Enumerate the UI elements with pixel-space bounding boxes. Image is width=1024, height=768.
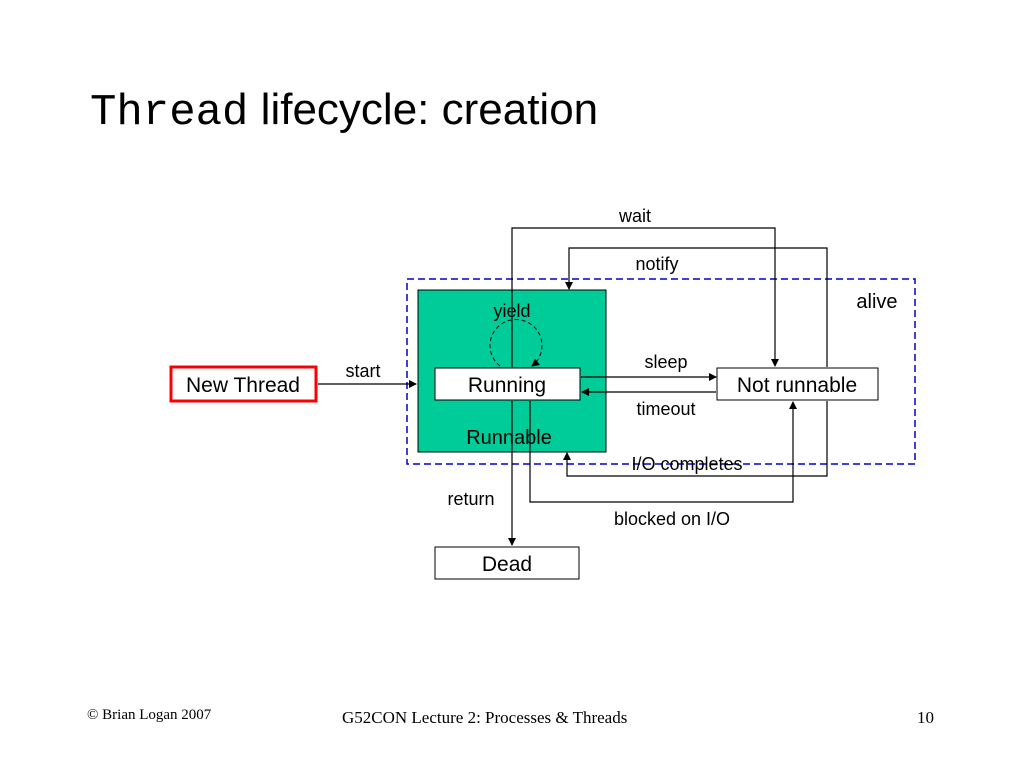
new-thread-label: New Thread xyxy=(186,374,300,397)
notify-arrow xyxy=(565,247,828,367)
yield-loop-arrow xyxy=(489,319,543,367)
footer-page-number: 10 xyxy=(917,708,934,727)
io-completes-arrow xyxy=(563,401,828,477)
not-runnable-label: Not runnable xyxy=(737,374,857,397)
runnable-label: Runnable xyxy=(466,427,552,449)
footer-copyright: © Brian Logan 2007 xyxy=(87,707,212,723)
blocked-on-io-arrow xyxy=(529,401,797,503)
io-completes-label: I/O completes xyxy=(631,454,742,474)
timeout-label: timeout xyxy=(636,399,695,419)
footer-course: G52CON Lecture 2: Processes & Threads xyxy=(342,708,628,727)
alive-region xyxy=(406,278,916,465)
dead-state xyxy=(434,546,580,580)
wait-label: wait xyxy=(618,206,651,226)
not-runnable-state xyxy=(716,367,879,401)
dead-label: Dead xyxy=(482,553,532,576)
running-state xyxy=(434,367,581,401)
title-code-word: Thread xyxy=(90,88,249,138)
wait-arrow xyxy=(511,227,779,367)
sleep-label: sleep xyxy=(644,352,687,372)
running-label: Running xyxy=(468,374,546,397)
blocked-on-io-label: blocked on I/O xyxy=(614,509,730,529)
notify-label: notify xyxy=(635,254,678,274)
alive-label: alive xyxy=(856,291,897,313)
new-thread-state xyxy=(169,365,318,403)
start-label: start xyxy=(345,361,380,381)
title-text: lifecycle: creation xyxy=(260,85,599,134)
return-label: return xyxy=(447,489,494,509)
slide-title: Thread lifecycle: creation xyxy=(90,82,598,141)
